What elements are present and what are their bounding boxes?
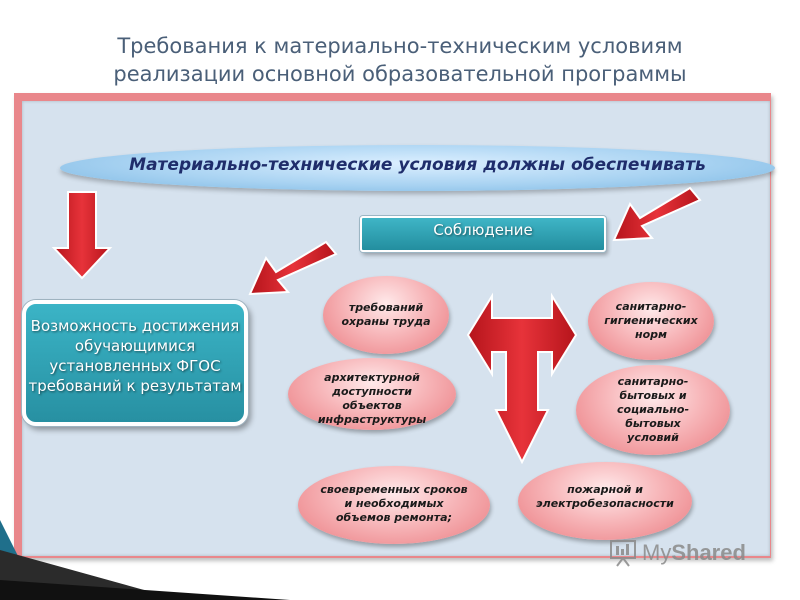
- watermark-my: My: [642, 540, 672, 565]
- oval-fire-electrical: [518, 462, 692, 540]
- result-text: Возможность достижения обучающимися уста…: [10, 316, 260, 396]
- oval-line: санитарно-: [615, 300, 687, 313]
- oval-sanitary-hygienic-text: санитарно- гигиенических норм: [588, 300, 714, 342]
- presentation-icon: [610, 540, 636, 567]
- oval-labor-safety-text: требований охраны труда: [323, 301, 449, 329]
- oval-line: охраны труда: [341, 315, 431, 328]
- page-title: Требования к материально-техническим усл…: [60, 32, 740, 88]
- oval-household-text: санитарно- бытовых и социально- бытовых …: [576, 375, 730, 445]
- oval-line: объемов ремонта;: [336, 511, 452, 524]
- oval-line: требований: [348, 301, 424, 314]
- oval-line: социально-: [616, 403, 690, 416]
- watermark-shared: Shared: [671, 540, 746, 565]
- oval-line: доступности: [332, 385, 412, 398]
- oval-line: бытовых: [625, 417, 681, 430]
- oval-repair-text: своевременных сроков и необходимых объем…: [298, 483, 490, 525]
- oval-accessibility: [288, 358, 456, 430]
- oval-line: электробезопасности: [536, 497, 674, 510]
- oval-labor-safety: [323, 276, 449, 354]
- oval-line: санитарно-: [617, 375, 689, 388]
- oval-line: норм: [634, 328, 668, 341]
- oval-line: условий: [627, 431, 679, 444]
- compliance-box: [360, 216, 606, 252]
- result-line-1: Возможность достижения: [30, 317, 240, 335]
- oval-repair: [298, 466, 490, 544]
- result-box: [22, 300, 248, 426]
- title-line-1: Требования к материально-техническим усл…: [117, 34, 683, 58]
- compliance-label: Соблюдение: [433, 221, 533, 239]
- oval-line: и необходимых: [344, 497, 444, 510]
- result-line-4: требований к результатам: [28, 377, 242, 395]
- oval-household: [576, 365, 730, 455]
- oval-line: бытовых и: [619, 389, 687, 402]
- result-line-3: установленных ФГОС: [49, 357, 221, 375]
- oval-line: пожарной и: [567, 483, 643, 496]
- oval-line: инфраструктуры: [317, 413, 427, 426]
- oval-line: гигиенических: [604, 314, 698, 327]
- decorative-stripes: [0, 520, 290, 600]
- oval-line: объектов: [342, 399, 402, 412]
- result-line-2: обучающимися: [74, 337, 196, 355]
- oval-accessibility-text: архитектурной доступности объектов инфра…: [288, 371, 456, 427]
- oval-sanitary-hygienic: [588, 282, 714, 360]
- banner-text: Материально-технические условия должны о…: [129, 155, 706, 175]
- oval-line: своевременных сроков: [320, 483, 468, 496]
- oval-line: архитектурной: [324, 371, 420, 384]
- banner-ellipse: [60, 145, 775, 191]
- oval-fire-electrical-text: пожарной и электробезопасности: [518, 483, 692, 511]
- title-line-2: реализации основной образовательной прог…: [113, 62, 687, 86]
